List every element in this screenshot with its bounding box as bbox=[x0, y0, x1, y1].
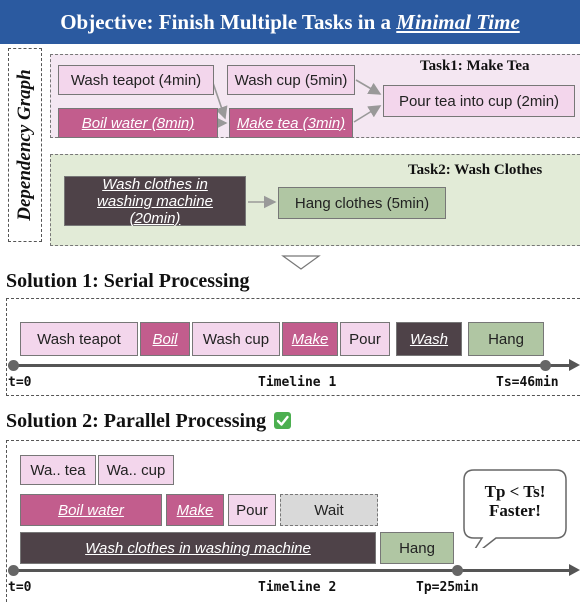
s2-block-wash-teapot: Wa.. tea bbox=[20, 455, 96, 485]
task2-title: Task2: Wash Clothes bbox=[408, 162, 543, 178]
solution2-title: Solution 2: Parallel Processing bbox=[6, 410, 292, 433]
solution1-title: Solution 1: Serial Processing bbox=[6, 270, 250, 292]
solution1-panel bbox=[6, 298, 580, 396]
timeline1-start-label: t=0 bbox=[8, 375, 32, 390]
s2-block-pour: Pour bbox=[228, 494, 276, 526]
dependency-graph-label-cell: Dependency Graph bbox=[8, 48, 42, 242]
timeline1-label: Timeline 1 bbox=[258, 375, 337, 390]
arrow-washcup-to-pour bbox=[355, 79, 382, 95]
s2-block-make: Make bbox=[166, 494, 224, 526]
s1-block-pour: Pour bbox=[340, 322, 390, 356]
task1-title: Task1: Make Tea bbox=[420, 58, 530, 74]
s2-block-hang: Hang bbox=[380, 532, 454, 564]
timeline2-label: Timeline 2 bbox=[258, 580, 337, 595]
node-make-tea: Make tea (3min) bbox=[229, 108, 353, 138]
timeline1-axis bbox=[12, 364, 572, 367]
timeline1-arrowhead bbox=[569, 359, 580, 371]
objective-title-emphasis: Minimal Time bbox=[396, 9, 520, 34]
timeline1-start-dot bbox=[8, 360, 19, 371]
callout-line2: Faster! bbox=[489, 501, 541, 520]
timeline2-end-label: Tp=25min bbox=[416, 580, 479, 595]
dependency-arrows bbox=[211, 79, 382, 209]
speech-bubble bbox=[463, 469, 567, 548]
solution2-title-text: Solution 2: Parallel Processing bbox=[6, 410, 267, 432]
objective-header: Objective: Finish Multiple Tasks in a Mi… bbox=[0, 0, 580, 44]
s2-block-wash-cup: Wa.. cup bbox=[98, 455, 174, 485]
node-boil-water: Boil water (8min) bbox=[58, 108, 218, 138]
s2-block-wait: Wait bbox=[280, 494, 378, 526]
s1-block-wash: Wash bbox=[396, 322, 462, 356]
timeline2-axis bbox=[12, 569, 572, 572]
solution2-panel bbox=[6, 440, 580, 602]
s1-block-make: Make bbox=[282, 322, 338, 356]
dependency-graph: Dependency Graph Task1: Make Tea Task2: … bbox=[0, 44, 580, 246]
node-hang-clothes: Hang clothes (5min) bbox=[278, 187, 446, 219]
node-wash-clothes: Wash clothes in washing machine (20min) bbox=[64, 176, 246, 227]
s2-block-wash-clothes: Wash clothes in washing machine bbox=[20, 532, 376, 564]
timeline1-end-label: Ts=46min bbox=[496, 375, 559, 390]
s1-block-wash-teapot: Wash teapot bbox=[20, 322, 138, 356]
callout-text: Tp < Ts! Faster! bbox=[464, 482, 566, 520]
timeline1-end-dot bbox=[540, 360, 551, 371]
s1-block-wash-cup: Wash cup bbox=[192, 322, 280, 356]
chevron-down-icon bbox=[281, 255, 321, 270]
objective-title-prefix: Objective: Finish Multiple Tasks in a bbox=[60, 9, 397, 34]
node-wash-cup: Wash cup (5min) bbox=[227, 65, 355, 95]
s2-block-boil-water: Boil water bbox=[20, 494, 162, 526]
s1-block-hang: Hang bbox=[468, 322, 544, 356]
arrow-maketea-to-pour bbox=[353, 105, 382, 123]
timeline2-start-label: t=0 bbox=[8, 580, 32, 595]
check-mark-icon bbox=[274, 412, 292, 429]
s1-block-boil: Boil bbox=[140, 322, 190, 356]
timeline2-end-dot bbox=[452, 565, 463, 576]
timeline2-start-dot bbox=[8, 565, 19, 576]
callout-line1: Tp < Ts! bbox=[484, 482, 546, 501]
objective-title: Objective: Finish Multiple Tasks in a Mi… bbox=[60, 10, 520, 35]
node-wash-teapot: Wash teapot (4min) bbox=[58, 65, 214, 95]
arrow-teapot-to-maketea bbox=[211, 79, 228, 120]
node-pour-tea: Pour tea into cup (2min) bbox=[383, 85, 575, 117]
timeline2-arrowhead bbox=[569, 564, 580, 576]
